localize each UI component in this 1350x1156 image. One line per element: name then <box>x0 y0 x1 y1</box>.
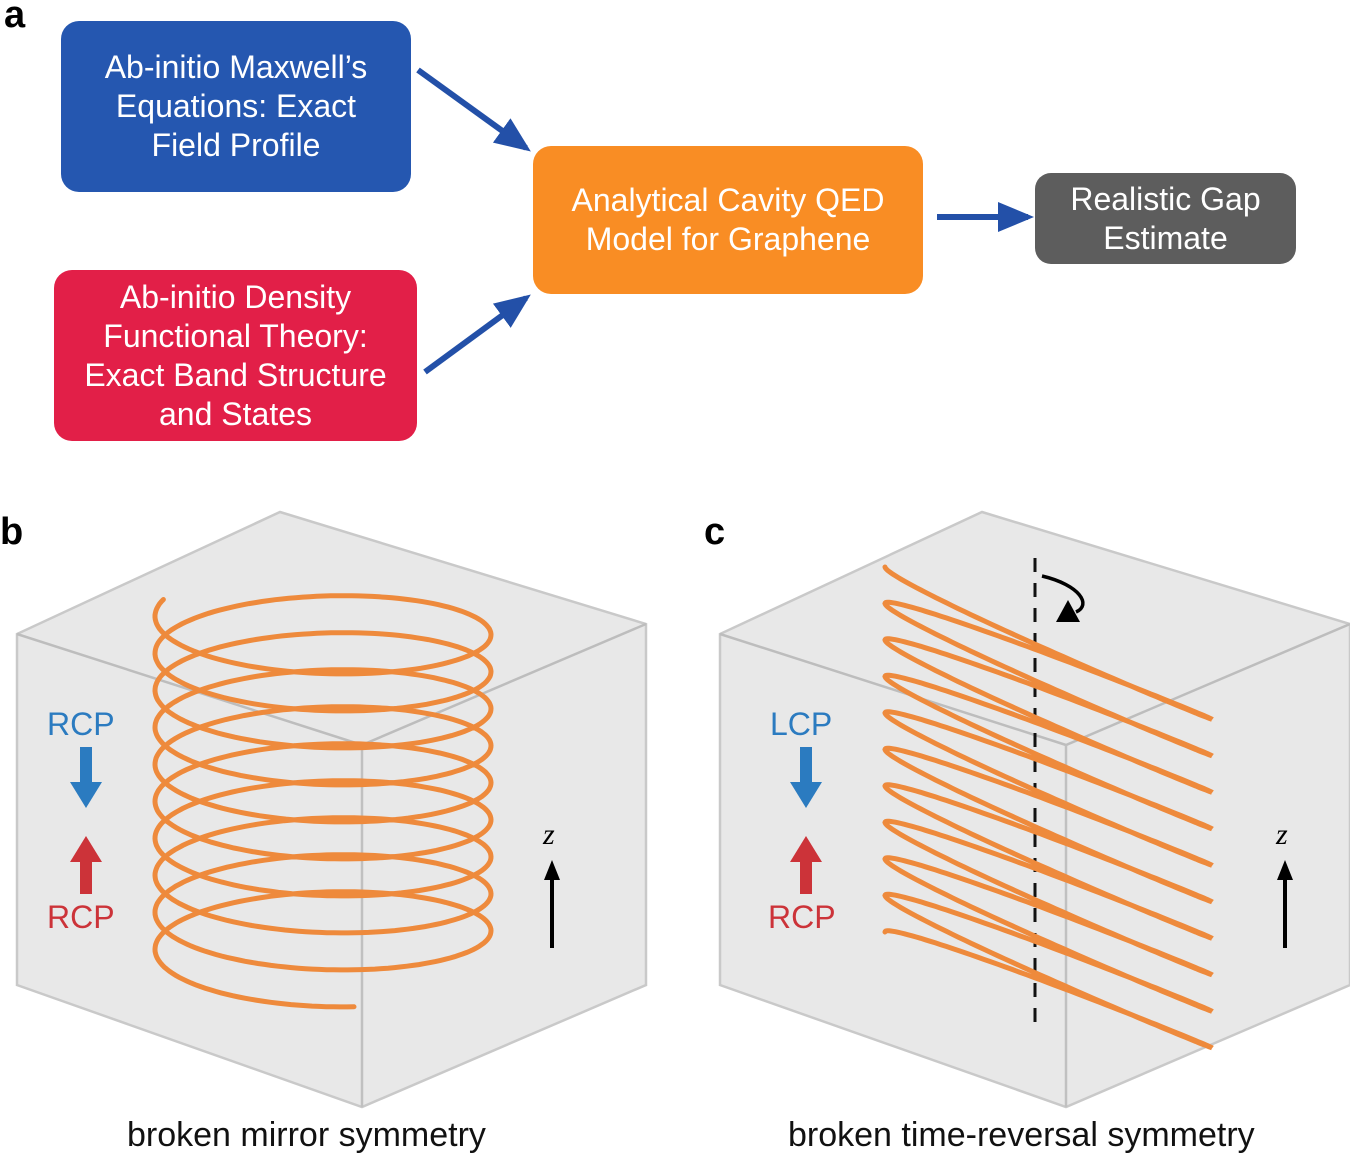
caption-b: broken mirror symmetry <box>127 1116 486 1154</box>
incoming-polarization-b: RCP <box>47 706 115 742</box>
dft-box: Ab-initio Density Functional Theory: Exa… <box>54 270 417 441</box>
panel-a-label: a <box>4 0 26 36</box>
helix-b <box>152 593 494 1010</box>
cube-b <box>15 510 648 1109</box>
z-axis-arrow-c-icon <box>1277 860 1293 948</box>
incoming-arrow-c-icon <box>790 747 822 808</box>
outgoing-polarization-c: RCP <box>768 899 836 935</box>
helix-b-coil <box>152 593 494 1010</box>
incoming-polarization-c: LCP <box>770 706 833 742</box>
incoming-arrow-b-icon <box>70 747 102 808</box>
rotation-arrowhead-icon <box>1056 600 1080 622</box>
panel-b-label: b <box>0 511 24 553</box>
helix-c <box>882 564 1214 1051</box>
rotation-arrow-icon <box>1041 574 1085 614</box>
realistic-gap-box: Realistic Gap Estimate <box>1035 173 1296 264</box>
helix-c-coil <box>882 564 1214 1051</box>
panel-c-label: c <box>704 511 726 553</box>
flow-arrows <box>416 67 1034 375</box>
z-axis-label-c: z <box>1276 818 1288 851</box>
z-axis-label-b: z <box>543 818 555 851</box>
z-axis-arrow-b-icon <box>544 860 560 948</box>
maxwell-equations-box: Ab-initio Maxwell’s Equations: Exact Fie… <box>61 21 411 192</box>
outgoing-arrow-b-icon <box>70 836 102 894</box>
arrow-dft-to-qed <box>423 294 531 375</box>
caption-c: broken time-reversal symmetry <box>788 1116 1255 1154</box>
arrow-maxwell-to-qed <box>416 67 531 152</box>
cavity-qed-model-box: Analytical Cavity QED Model for Graphene <box>533 146 923 294</box>
outgoing-arrow-c-icon <box>790 836 822 894</box>
outgoing-polarization-b: RCP <box>47 899 115 935</box>
